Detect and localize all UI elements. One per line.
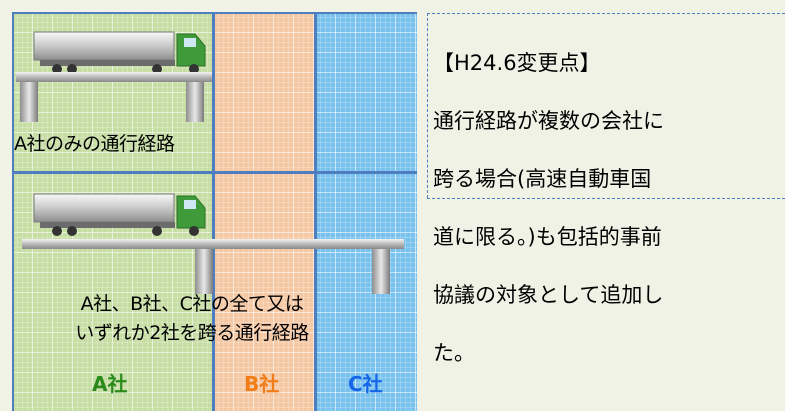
- multi-company-route-caption: A社、B社、C社の全て又は: [80, 293, 304, 315]
- bridge-deck: [22, 239, 404, 249]
- bridge-deck: [16, 72, 212, 82]
- company-b-label: B社: [244, 372, 280, 396]
- zone-divider-ab: [212, 12, 215, 411]
- multi-company-route-caption: いずれか2社を跨る通行経路: [75, 322, 309, 344]
- company-b-zone: [213, 12, 315, 411]
- company-c-zone: [315, 12, 417, 411]
- single-company-route-caption: A社のみの通行経路: [14, 133, 175, 155]
- change-note-line: た。: [433, 341, 475, 365]
- change-note-box: [427, 13, 785, 198]
- change-note-line: 跨る場合(高速自動車国: [433, 167, 652, 191]
- route-diagram: A社のみの通行経路 A社、B社、C社の全て又は いずれか2社を跨る通行経路 A社…: [12, 12, 417, 411]
- bridge-pier: [195, 249, 213, 294]
- zone-divider-bc: [314, 12, 317, 411]
- truck-icon: [33, 193, 206, 236]
- change-note-heading: 【H24.6変更点】: [433, 51, 601, 75]
- diagram-frame: [12, 12, 417, 411]
- bridge-pier: [186, 82, 204, 122]
- single-company-bridge-scene: [16, 31, 212, 122]
- company-a-label: A社: [92, 372, 128, 396]
- truck-icon: [33, 31, 206, 74]
- multi-company-bridge-scene: [22, 193, 404, 294]
- change-note-border: [427, 198, 785, 199]
- bridge-pier: [20, 82, 38, 122]
- company-c-label: C社: [348, 372, 383, 396]
- bridge-pier: [372, 249, 390, 294]
- change-note-line: 道に限る。)も包括的事前: [433, 225, 662, 249]
- scenario-divider: [12, 171, 417, 174]
- change-note-text: 【H24.6変更点】 通行経路が複数の会社に 跨る場合(高速自動車国 道に限る。…: [433, 20, 783, 397]
- change-note-line: 通行経路が複数の会社に: [433, 109, 664, 133]
- change-note-line: 協議の対象として追加し: [433, 283, 664, 307]
